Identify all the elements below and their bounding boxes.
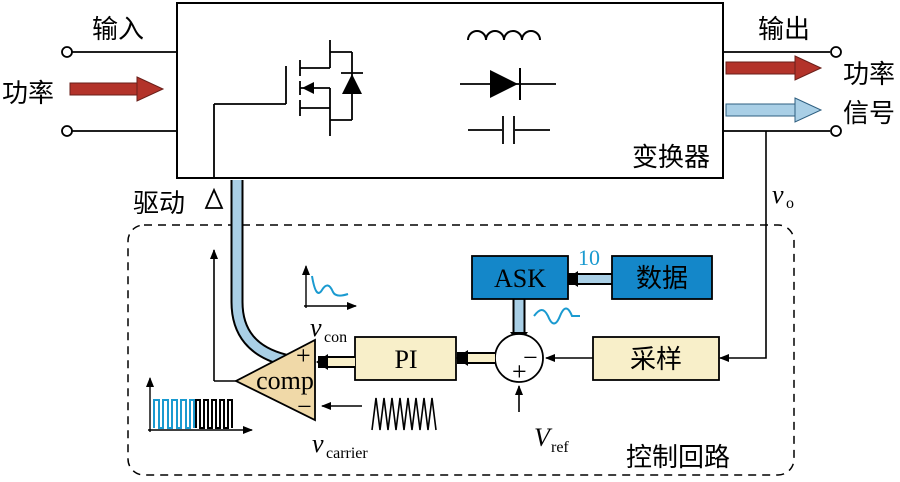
vo-subscript: o (786, 195, 794, 212)
vcarrier-label: v (312, 429, 324, 458)
sample-block (592, 336, 720, 381)
inductor-symbol (467, 30, 541, 41)
ask-modulated-wave (533, 307, 580, 325)
power-left-label: 功率 (2, 79, 54, 109)
body-diode-triangle (342, 74, 362, 94)
vref-subscript: ref (551, 439, 569, 456)
mosfet-channel-arrow (302, 82, 314, 94)
signal-right-label: 信号 (843, 99, 895, 129)
control-loop-region (127, 224, 795, 476)
comp-label: comp (256, 366, 314, 395)
comp-minus-sign: − (297, 392, 312, 421)
output-power-arrow (725, 55, 823, 81)
input-terminals (61, 46, 177, 137)
converter-box (176, 2, 724, 179)
pwm-waveform-plot (146, 377, 253, 434)
vref-label: V (534, 423, 553, 452)
vcarrier-subscript: carrier (326, 445, 368, 462)
vo-feedback-line (719, 131, 767, 362)
output-terminals (723, 46, 842, 137)
power-right-label: 功率 (843, 60, 895, 90)
vcon-subscript: con (324, 329, 347, 346)
pi-block (354, 336, 457, 381)
vcon-waveform-plot (302, 265, 357, 310)
diode-symbol (460, 68, 556, 100)
sum-plus-sign: + (512, 357, 527, 386)
output-label: 输出 (758, 15, 810, 45)
pi-to-comp-arrowhead (316, 354, 328, 370)
data-block (611, 255, 713, 300)
converter-label: 变换器 (632, 143, 710, 173)
carrier-waveform (371, 397, 437, 431)
input-label: 输入 (92, 15, 144, 45)
input-power-arrow (69, 76, 165, 102)
output-signal-arrow (725, 97, 823, 123)
vo-label: v (772, 180, 784, 209)
bits-label: 10 (578, 245, 600, 270)
vcon-label: v (310, 313, 322, 342)
pi-label: PI (394, 345, 417, 374)
comp-plus-sign: + (296, 341, 311, 370)
ask-block (471, 255, 569, 300)
sample-label: 采样 (630, 345, 682, 375)
capacitor-symbol (468, 116, 550, 144)
drive-label: 驱动 (133, 189, 185, 219)
sum-to-pi-arrowhead (456, 350, 468, 366)
data-to-ask-arrowhead (566, 271, 578, 287)
sum-minus-sign: − (523, 343, 538, 372)
drive-triangle (204, 187, 224, 209)
ask-label: ASK (494, 264, 546, 293)
data-label: 数据 (636, 264, 688, 294)
control-loop-label: 控制回路 (626, 443, 730, 473)
comparator (234, 338, 316, 422)
